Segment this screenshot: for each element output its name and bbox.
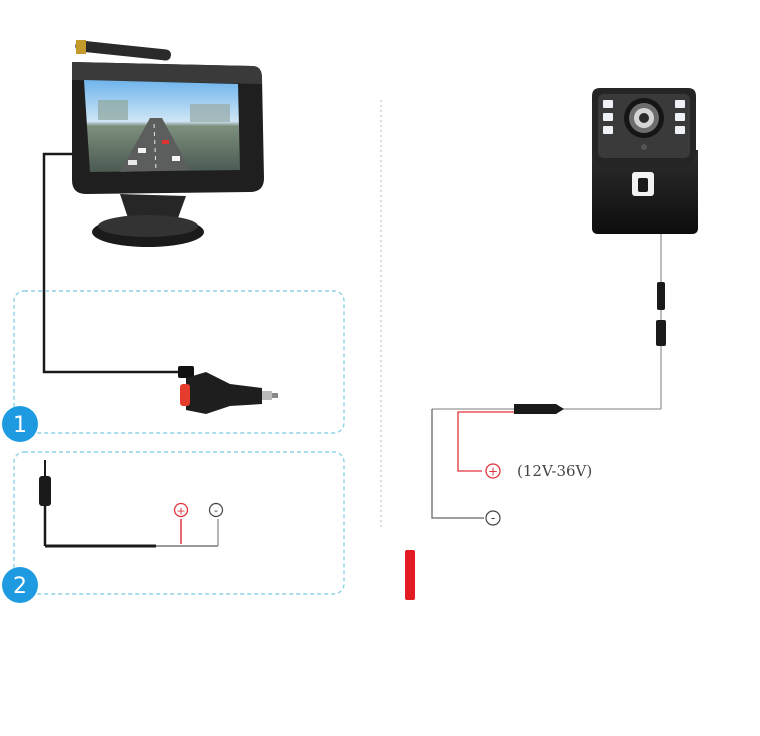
left-positive-symbol: +: [176, 505, 185, 518]
right-negative-terminal: -: [485, 510, 501, 526]
right-negative-symbol: -: [491, 511, 495, 525]
right-positive-terminal: +: [485, 463, 501, 479]
step-2-number: 2: [13, 574, 27, 599]
left-negative-terminal: -: [208, 502, 224, 518]
red-marker: [405, 550, 415, 600]
step-2-box: [13, 451, 345, 595]
voltage-label: (12V-36V): [517, 462, 592, 480]
monitor-cable: [42, 152, 184, 374]
step-1-badge: 1: [2, 406, 38, 442]
step-1-box: [13, 290, 345, 434]
antenna-icon: [75, 40, 171, 61]
left-negative-symbol: -: [214, 504, 218, 517]
camera-cable: [431, 234, 666, 519]
step-1-number: 1: [13, 413, 27, 438]
right-positive-symbol: +: [488, 465, 498, 479]
step-2-badge: 2: [2, 567, 38, 603]
car-charger-icon: [178, 366, 278, 414]
camera-icon: [592, 88, 698, 234]
left-positive-terminal: +: [173, 502, 189, 518]
step-2-wiring: [39, 460, 219, 548]
monitor-icon: [72, 40, 264, 247]
